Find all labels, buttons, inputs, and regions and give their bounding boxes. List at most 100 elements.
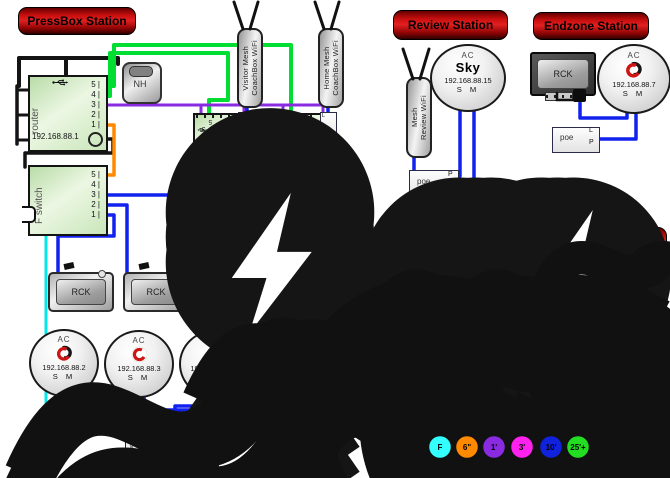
black-cable-to-nh: [64, 56, 120, 66]
camera-type: AC: [615, 265, 629, 274]
antenna-icon: [473, 371, 635, 478]
camera-logo-icon: [205, 345, 224, 364]
wire-review-cam-s: [455, 106, 462, 178]
home-sideline-wifi: Home Mesh Sideline WiFi: [407, 310, 433, 392]
camera-type: AC: [467, 265, 481, 274]
camera-ip: 192.168.88.7: [612, 80, 656, 89]
legend-label: 1': [491, 443, 497, 452]
camera-type: AC: [207, 336, 221, 345]
poe-l-port: L: [392, 389, 395, 395]
poe-label: poe: [241, 136, 247, 146]
tablet-clip: [138, 262, 150, 270]
camera-ip: 192.168.88.5: [452, 294, 496, 303]
camera-ports: S M: [456, 85, 480, 94]
dish-feed-wire: [410, 284, 419, 314]
usb-adapter: [573, 89, 586, 102]
review-mesh-wifi-label: Mesh Review WiFi: [410, 95, 428, 140]
wire-fswitch3-rck3: [101, 193, 202, 275]
dish-feed-wire: [417, 284, 430, 314]
cable-length-legend: F 6" 1' 3' 10' 25'+: [427, 434, 591, 460]
camera-type: AC: [461, 51, 475, 60]
camera-logo-icon: [464, 274, 484, 294]
pf-port-ticks: [128, 432, 196, 435]
antenna-icon: [361, 177, 557, 478]
camera-logo-icon: [624, 60, 644, 80]
camera-ip: 192.168.88.3: [117, 364, 161, 373]
tablet-clip: [205, 262, 217, 270]
endzone-monitor: RCK: [530, 52, 596, 96]
poe-l-port: L: [589, 127, 593, 134]
home-sideline-wifi-label: Home Mesh Sideline WiFi: [411, 327, 429, 375]
antenna-wire: [248, 0, 260, 31]
antenna-icon: [623, 384, 670, 478]
home-coachbox-wifi-label: Home Mesh CoachBox WiFi: [322, 40, 340, 96]
switch-ports: 5 4 3 2 1: [542, 352, 546, 385]
dish-feed-wire: [560, 284, 569, 314]
rck-screen: RCK: [198, 279, 248, 305]
camera-logo-icon: [131, 346, 147, 363]
poe-label: poe: [323, 136, 329, 146]
legend-label: 6": [463, 443, 471, 452]
camera-ip: 192.168.88.10: [190, 364, 238, 373]
rck-tablet: RCK: [123, 272, 189, 312]
camera-logo-icon: [612, 274, 632, 294]
usb-icon: [368, 352, 378, 357]
legend-swatch-3ft: [509, 434, 535, 460]
legend-label: 25'+: [570, 443, 586, 452]
antenna-wire: [232, 0, 245, 31]
f-switch-ports: 5 | 4 | 3 | 2 | 1 |: [91, 170, 100, 219]
camera-ports: S M: [277, 373, 301, 382]
review-camera-sky: AC Sky 192.168.88.15 S M: [430, 44, 506, 112]
switch-label: switch: [369, 368, 375, 385]
camera-type: AC: [132, 336, 146, 345]
rck-tablet: RCK: [190, 272, 256, 312]
switch-label: switch: [205, 133, 225, 140]
camera-name: Sky: [276, 347, 302, 362]
camera-ports: S M: [202, 373, 226, 382]
legend-label: 3': [519, 443, 525, 452]
pf-power-button: [186, 456, 200, 470]
antenna-icon: [473, 384, 635, 478]
poe-l-port: L: [322, 113, 326, 119]
camera-ac-2: AC 192.168.88.2 S M: [29, 329, 99, 397]
visitor-sideline-dish: [556, 257, 586, 289]
camera-ports: S M: [622, 89, 646, 98]
poe-label: poe: [560, 133, 574, 142]
camera-ports: S M: [462, 303, 486, 312]
poe-p-port: P: [589, 139, 594, 146]
nh-lens: [129, 66, 153, 77]
wire-cam10-pf: [165, 390, 221, 436]
home-sideline-dish: [406, 257, 436, 289]
camera-ip: 192.168.88.15: [444, 76, 492, 85]
antenna-icon: [473, 358, 635, 478]
dish-feed-wire: [567, 284, 580, 314]
camera-ports: S M: [610, 303, 634, 312]
monitor-connector: [545, 92, 573, 101]
camera-type: AC: [627, 51, 641, 60]
visitor-coachbox-wifi: Visitor Mesh CoachBox WiFi: [237, 28, 263, 108]
rck-screen: RCK: [56, 279, 106, 305]
visitor-sideline-wifi: Visitor Mesh Sideline WiFi: [557, 310, 583, 392]
camera-ports: S M: [52, 372, 76, 381]
wire-fswitch-pf-fiber: [28, 211, 132, 436]
antenna-wire: [313, 0, 326, 31]
poe-label: poe: [520, 394, 531, 401]
power-label: power: [206, 455, 212, 469]
legend-label: F: [438, 443, 443, 452]
antenna-wire: [401, 47, 415, 81]
router-power-button: [88, 132, 103, 147]
endzone-camera-ac-7: AC 192.168.88.7 S M: [597, 44, 670, 114]
camera-ip: 192.168.88.14: [265, 364, 313, 373]
legend-swatch-f: [427, 434, 453, 460]
legend-label: 10': [546, 443, 557, 452]
visitor-coachbox-wifi-label: Visitor Mesh CoachBox WiFi: [241, 40, 259, 96]
camera-sky-14: AC Sky 192.168.88.14 S M: [254, 330, 324, 398]
visitor-sideline-camera-ac-11: AC 192.168.88.11 S M: [583, 258, 661, 328]
camera-ac-10: AC 192.168.88.10 S M: [179, 330, 249, 398]
router-ports: 5 | 4 | 3 | 2 | 1 |: [91, 80, 100, 129]
camera-ports: S M: [127, 373, 151, 382]
pf-port-numbers: 1 2 3 4 5 6 7 8 9 L: [127, 436, 197, 448]
camera-type: AC: [282, 338, 296, 347]
router-ip: 192.168.88.1: [32, 132, 79, 141]
usb-icon: [518, 352, 528, 357]
